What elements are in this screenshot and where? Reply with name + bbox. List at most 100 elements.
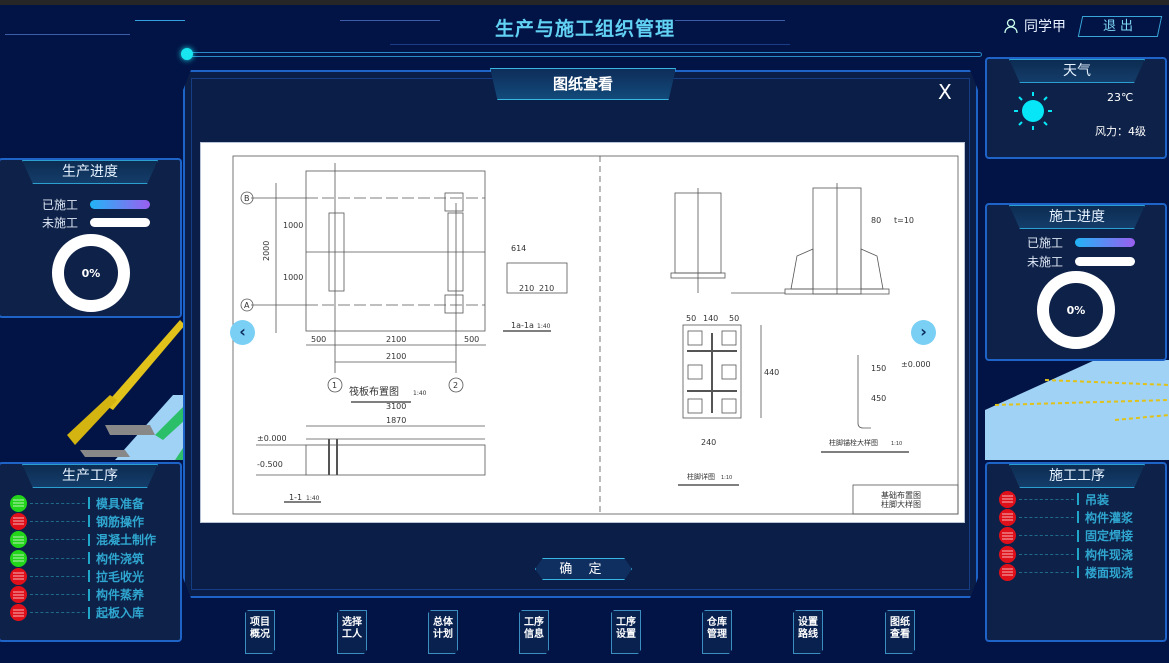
nav-label: 工人 [342,629,362,640]
dimension: 1870 [386,416,406,425]
step-label: 固定焊接 [1085,529,1134,544]
header-line [390,44,790,45]
dimension: 3100 [386,402,406,411]
production-progress-panel: 生产进度 已施工 未施工 0% [0,158,182,318]
nav-button[interactable]: 工序设置 [611,610,641,654]
status-light-icon [10,604,27,622]
header-line [340,20,440,21]
status-light-icon [10,531,27,549]
connector-line [30,557,85,559]
step-label: 构件蒸养 [96,588,145,603]
connector-line [1019,571,1074,573]
process-step[interactable]: 构件蒸养 [10,585,168,604]
construction-progress-panel: 施工进度 已施工 未施工 0% [985,203,1167,361]
modal-title: 图纸查看 [490,68,676,100]
header-line [5,34,130,35]
nav-button[interactable]: 工序信息 [519,610,549,654]
drawing-scale: 1:10 [891,441,902,447]
construction-drawing: B A 1 2 500 2100 500 2100 3100 1870 2000… [232,155,959,531]
connector-line [1019,535,1074,537]
status-light-icon [999,508,1016,526]
nav-button[interactable]: 选择工人 [337,610,367,654]
legend-label: 未施工 [42,216,79,230]
done-bar [90,200,151,209]
weather-panel: 天气 23℃ 风力：4级 [985,57,1167,159]
process-step[interactable]: 构件现浇 [999,545,1157,563]
legend-done: 已施工 [1027,234,1136,251]
close-button[interactable]: X [938,80,952,104]
dimension: 80 [871,216,881,225]
nav-button[interactable]: 总体计划 [428,610,458,654]
process-step[interactable]: 钢筋操作 [10,512,168,530]
process-step[interactable]: 楼面现浇 [999,563,1157,581]
legend-label: 未施工 [1027,255,1064,269]
nav-label: 选择 [342,617,362,628]
nav-label: 设置 [616,629,636,640]
title-block: 柱脚大样图 [881,499,921,509]
panel-title: 施工工序 [1009,464,1145,488]
process-step[interactable]: 起板入库 [10,604,168,622]
user-info[interactable]: 同学甲 [1004,16,1066,36]
axis-label: 2 [453,381,458,390]
window-top-strip [0,0,1169,5]
connector-line [1019,553,1074,555]
todo-bar [1075,257,1136,266]
nav-label: 信息 [524,629,544,640]
divider [88,533,90,546]
process-step[interactable]: 模具准备 [10,494,168,512]
user-name: 同学甲 [1024,19,1066,35]
divider [88,606,90,619]
nav-label: 管理 [707,629,727,640]
status-light-icon [999,490,1016,508]
nav-button[interactable]: 设置路线 [793,610,823,654]
process-step[interactable]: 固定焊接 [999,527,1157,545]
app-title: 生产与施工组织管理 [494,18,675,40]
drawing-title: 柱脚详图 [687,472,715,481]
connector-line [1019,516,1074,518]
status-light-icon [10,567,27,585]
nav-label: 仓库 [707,617,727,628]
process-step[interactable]: 混凝土制作 [10,531,168,549]
done-bar [1075,238,1136,247]
nav-label: 工序 [616,617,636,628]
process-step[interactable]: 构件浇筑 [10,549,168,567]
elevation: -0.500 [257,460,283,469]
nav-label: 工序 [524,617,544,628]
legend-label: 已施工 [1027,236,1064,250]
drawing-sheet: B A 1 2 500 2100 500 2100 3100 1870 2000… [200,142,965,531]
divider [88,497,90,510]
dimension: 210 [539,284,554,293]
confirm-button[interactable]: 确 定 [535,558,632,580]
process-list: 吊装构件灌浆固定焊接构件现浇楼面现浇 [999,490,1157,581]
drawing-scale: 1:10 [721,475,732,481]
nav-button[interactable]: 图纸查看 [885,610,915,654]
nav-label: 概况 [250,629,270,640]
header-line [675,20,785,21]
connector-line [30,539,85,541]
dimension: 240 [701,438,716,447]
progress-percent: 0% [1066,303,1086,317]
dimension: 1000 [283,221,303,230]
nav-button[interactable]: 仓库管理 [702,610,732,654]
drawing-scale: 1:40 [306,495,320,502]
dimension: 2000 [262,241,271,261]
process-step[interactable]: 拉毛收光 [10,567,168,585]
process-step[interactable]: 吊装 [999,490,1157,508]
divider [1077,529,1079,542]
title-block: 基础布置图 [881,490,921,500]
step-label: 楼面现浇 [1085,565,1134,580]
next-drawing-button[interactable]: › [911,320,936,345]
nav-button[interactable]: 项目概况 [245,610,275,654]
logout-button[interactable]: 退出 [1077,16,1163,37]
step-label: 构件浇筑 [96,551,145,566]
dimension: 500 [311,335,326,344]
dimension: 614 [511,244,526,253]
timeline-handle[interactable] [181,48,193,60]
prev-drawing-button[interactable]: ‹ [230,320,255,345]
production-process-panel: 生产工序 模具准备钢筋操作混凝土制作构件浇筑拉毛收光构件蒸养起板入库 [0,462,182,642]
step-label: 混凝土制作 [96,533,157,548]
divider [88,552,90,565]
process-step[interactable]: 构件灌浆 [999,508,1157,526]
drawing-title: 筏板布置图 [349,385,399,398]
axis-label: A [244,301,250,310]
